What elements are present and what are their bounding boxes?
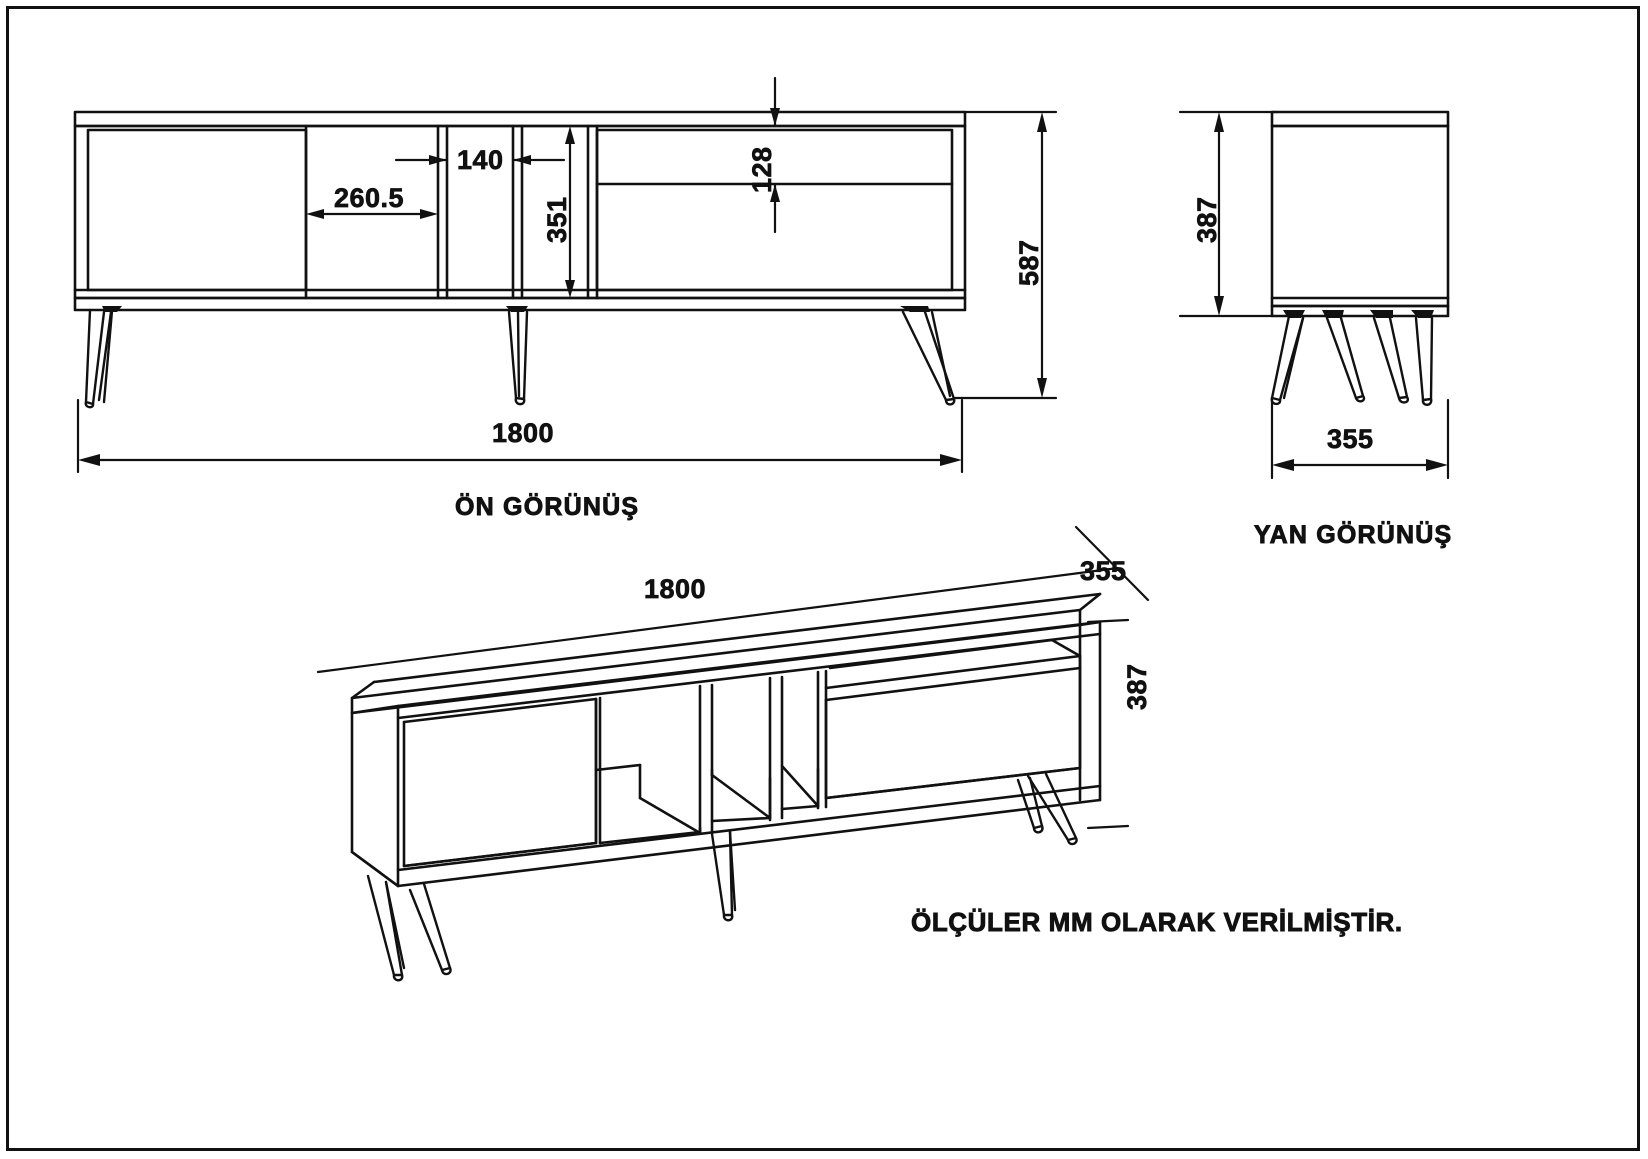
iso-dim-387: 387 — [1122, 663, 1153, 710]
front-dim-351: 351 — [542, 196, 573, 243]
iso-view-dimension-leaders — [316, 525, 1150, 830]
front-dim-140: 140 — [457, 145, 504, 176]
front-view-geometry — [73, 110, 967, 312]
front-dim-128: 128 — [747, 146, 778, 193]
side-view-dimensions — [1178, 110, 1450, 480]
iso-view-legs — [366, 772, 1078, 982]
units-note: ÖLÇÜLER MM OLARAK VERİLMİŞTİR. — [911, 907, 1403, 938]
iso-view-geometry — [350, 592, 1102, 888]
side-dim-355: 355 — [1327, 424, 1374, 455]
front-dim-260-5: 260.5 — [334, 183, 405, 214]
front-view-dimensions — [76, 76, 1058, 474]
front-dim-1800: 1800 — [492, 418, 555, 449]
front-dim-587: 587 — [1014, 239, 1045, 286]
front-view-legs — [84, 306, 956, 409]
iso-dim-1800: 1800 — [644, 574, 707, 605]
drawing-border — [6, 6, 1640, 1151]
side-dim-387: 387 — [1192, 196, 1223, 243]
side-view-label: YAN GÖRÜNÜŞ — [1254, 521, 1453, 550]
front-view-label: ÖN GÖRÜNÜŞ — [455, 493, 640, 522]
side-view-geometry — [1270, 110, 1450, 318]
iso-dim-355: 355 — [1080, 556, 1127, 587]
side-view-legs — [1270, 310, 1434, 406]
